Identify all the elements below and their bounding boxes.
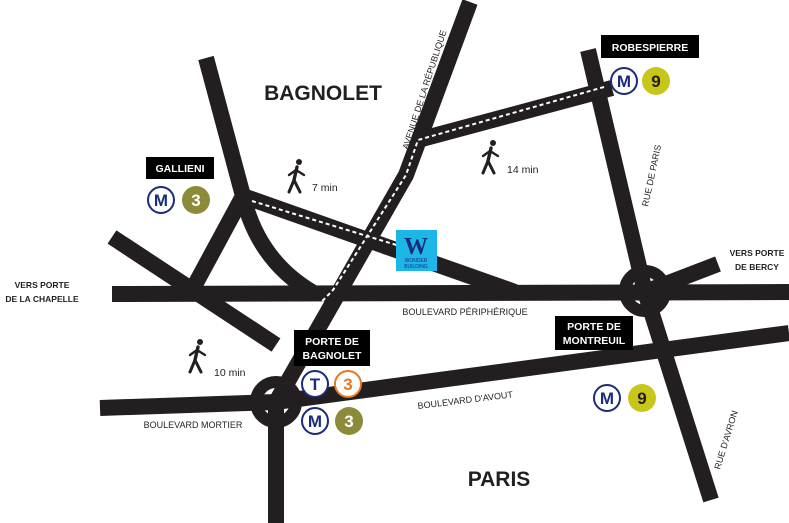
tram-line-3-badge: 3 — [334, 370, 362, 398]
svg-text:3: 3 — [191, 191, 200, 210]
metro-icon: M — [147, 186, 175, 214]
walk-porte-de-bagnolet: 10 min — [188, 339, 246, 379]
station-label-bg — [601, 35, 699, 58]
road-robespierre-link — [415, 80, 615, 148]
walking-person-icon — [481, 140, 500, 175]
station-robespierre: ROBESPIERRE M 9 — [601, 35, 699, 95]
station-label-bg — [146, 157, 214, 179]
metro-icon: M — [301, 407, 329, 435]
station-name-line2: BAGNOLET — [303, 350, 363, 362]
svg-text:M: M — [617, 72, 631, 91]
roundabout-bagnolet — [250, 376, 302, 428]
road-gallieni-curve — [235, 194, 317, 299]
walk-robespierre: 14 min — [481, 140, 539, 176]
line-3-badge: 3 — [182, 186, 210, 214]
station-gallieni: GALLIENI M 3 — [146, 157, 214, 214]
svg-text:3: 3 — [344, 412, 353, 431]
roundabout-montreuil — [619, 265, 671, 317]
svg-text:9: 9 — [651, 72, 660, 91]
walk-time: 7 min — [312, 182, 338, 194]
street-boulevard-avout: BOULEVARD D'AVOUT — [417, 389, 514, 411]
direction-chapelle-line2: DE LA CHAPELLE — [5, 294, 79, 304]
walk-route-gallieni — [251, 200, 404, 248]
line-9-badge: 9 — [628, 384, 656, 412]
street-boulevard-mortier: BOULEVARD MORTIER — [144, 420, 243, 430]
road-bercy — [642, 256, 721, 300]
walking-person-icon — [188, 339, 207, 374]
svg-text:M: M — [600, 389, 614, 408]
street-rue-de-paris: RUE DE PARIS — [640, 144, 663, 208]
station-name-line1: PORTE DE — [305, 336, 359, 348]
station-name-line2: MONTREUIL — [563, 335, 626, 347]
line-9-badge: 9 — [642, 67, 670, 95]
wonder-building-marker: W WONDER BUILDING — [396, 230, 437, 271]
station-label-bg — [555, 316, 633, 350]
roads — [99, 0, 789, 523]
station-porte-de-bagnolet: PORTE DE BAGNOLET T 3 M 3 — [294, 330, 370, 435]
metro-icon: M — [610, 67, 638, 95]
area-paris: PARIS — [468, 468, 531, 491]
svg-text:9: 9 — [637, 389, 646, 408]
walk-time: 14 min — [507, 164, 539, 176]
walk-routes — [251, 86, 605, 356]
road-avenue-republique — [269, 0, 478, 406]
svg-text:M: M — [154, 191, 168, 210]
station-name: ROBESPIERRE — [612, 42, 688, 54]
walk-gallieni: 7 min — [287, 159, 338, 194]
walk-route-robespierre — [269, 86, 605, 356]
tram-icon: T — [301, 370, 329, 398]
building-logo-line1: WONDER — [405, 258, 428, 264]
building-logo-letter: W — [404, 234, 428, 260]
walking-person-icon — [287, 159, 306, 194]
building-logo-bg — [396, 230, 437, 271]
road-peripherique — [111, 284, 789, 302]
station-name-line1: PORTE DE — [567, 321, 621, 333]
svg-text:M: M — [308, 412, 322, 431]
svg-text:T: T — [310, 375, 321, 394]
metro-icon: M — [593, 384, 621, 412]
direction-chapelle-line1: VERS PORTE — [15, 280, 70, 290]
street-rue-avron: RUE D'AVRON — [712, 409, 739, 470]
street-boulevard-peripherique: BOULEVARD PÉRIPHÉRIQUE — [402, 307, 527, 317]
area-bagnolet: BAGNOLET — [264, 82, 382, 105]
svg-text:3: 3 — [343, 375, 352, 394]
building-logo-line2: BUILDING — [404, 264, 428, 270]
station-label-bg — [294, 330, 370, 366]
line-3-badge: 3 — [335, 407, 363, 435]
walk-time: 10 min — [214, 367, 246, 379]
direction-bercy-line2: DE BERCY — [735, 262, 779, 272]
station-porte-de-montreuil: PORTE DE MONTREUIL M 9 — [555, 316, 656, 412]
direction-bercy-line1: VERS PORTE — [730, 248, 785, 258]
station-name: GALLIENI — [156, 163, 205, 175]
